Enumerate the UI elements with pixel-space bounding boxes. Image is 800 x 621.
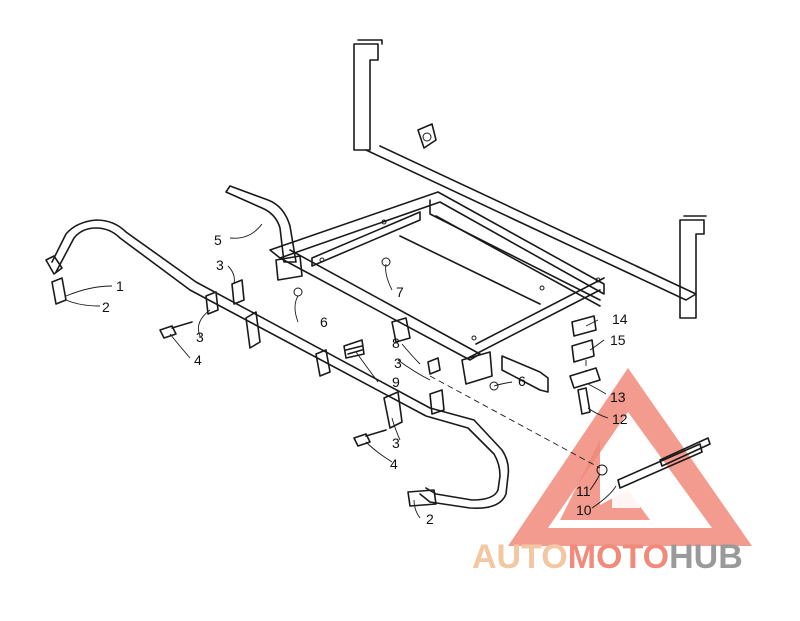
callout-2b: 2 — [426, 511, 434, 527]
callout-7: 7 — [396, 284, 404, 300]
callout-4b: 4 — [390, 456, 398, 472]
callout-3d: 3 — [392, 435, 400, 451]
leader-lines — [65, 223, 617, 519]
watermark-logo: AUTOMOTOHUB — [472, 538, 743, 576]
latch-and-strut — [429, 315, 711, 489]
callout-6a: 6 — [320, 314, 328, 330]
callout-14: 14 — [612, 311, 628, 327]
callout-15: 15 — [610, 332, 626, 348]
front-crossbar — [225, 185, 549, 393]
side-rail — [45, 219, 510, 510]
watermark-triangle — [508, 368, 752, 546]
svg-text:AUTOMOTOHUB: AUTOMOTOHUB — [472, 538, 743, 576]
callout-6b: 6 — [518, 373, 526, 389]
watermark-auto: AUTO — [472, 538, 568, 576]
rear-upright-frame — [353, 39, 707, 319]
callout-2a: 2 — [102, 299, 110, 315]
callout-9: 9 — [392, 374, 400, 390]
callout-3b: 3 — [196, 329, 204, 345]
callout-1: 1 — [116, 278, 124, 294]
callout-labels: 1 2 2 3 3 3 3 4 4 5 6 6 7 8 9 10 11 12 1… — [102, 232, 628, 527]
callout-11: 11 — [576, 483, 591, 499]
callout-5: 5 — [214, 232, 222, 248]
callout-8: 8 — [392, 335, 400, 351]
watermark-moto: MOTO — [568, 538, 669, 576]
callout-12: 12 — [612, 411, 628, 427]
brackets-and-fasteners — [159, 257, 499, 447]
callout-3a: 3 — [216, 257, 224, 273]
callout-4a: 4 — [194, 352, 202, 368]
callout-10: 10 — [576, 502, 592, 518]
callout-13: 13 — [610, 389, 626, 405]
main-ladder-frame — [269, 191, 605, 361]
callout-3c: 3 — [394, 355, 402, 371]
watermark-hub: HUB — [669, 538, 743, 576]
